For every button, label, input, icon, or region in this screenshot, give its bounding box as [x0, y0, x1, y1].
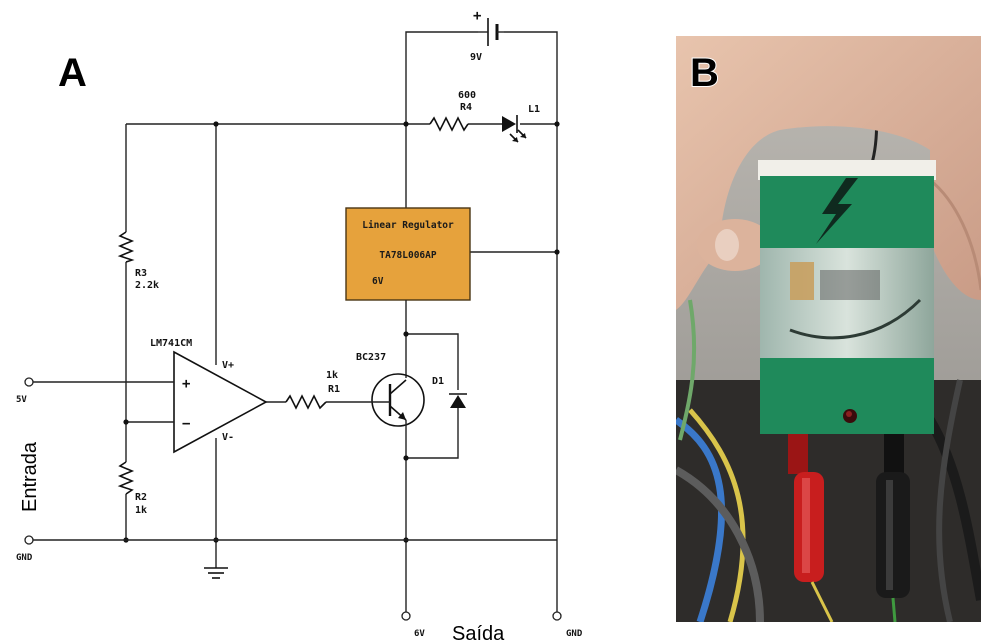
box-top-label — [758, 160, 936, 180]
transistor-bc237: BC237 — [356, 352, 425, 427]
opamp-vminus-label: V- — [222, 432, 234, 443]
black-probe — [876, 434, 910, 622]
diode-name-label: D1 — [432, 376, 444, 387]
ground-symbol — [204, 567, 228, 579]
internal-board — [820, 270, 880, 300]
output-6v-terminal — [401, 611, 411, 621]
opamp-name-label: LM741CM — [150, 338, 192, 349]
internal-coil — [790, 262, 814, 300]
box-transparent-window — [760, 248, 934, 358]
opamp-vplus-label: V+ — [222, 360, 234, 371]
r3-name-label: R3 — [135, 268, 147, 279]
r2-name-label: R2 — [135, 492, 147, 503]
opamp-triangle — [173, 350, 268, 454]
regulator-output-label: 6V — [372, 276, 384, 287]
regulator-body — [345, 207, 471, 301]
red-probe — [788, 434, 834, 622]
battery-symbol: + 9V — [470, 8, 504, 63]
wire-right-rail — [504, 31, 558, 540]
r1-name-label: R1 — [328, 384, 340, 395]
r3-value-label: 2.2k — [135, 280, 159, 291]
input-label-entrada: Entrada — [19, 441, 41, 512]
led-l1: L1 — [502, 104, 540, 143]
opamp-minus-sign: − — [182, 416, 190, 432]
panel-b-letter: B — [690, 51, 719, 95]
photo-panel-b: B — [676, 36, 981, 622]
battery-voltage-label: 9V — [470, 52, 482, 63]
regulator-part-number: TA78L006AP — [379, 250, 436, 261]
transistor-name-label: BC237 — [356, 352, 386, 363]
resistor-r1: 1k R1 — [285, 370, 340, 410]
transistor-body — [371, 373, 425, 427]
input-5v-label: 5V — [16, 395, 27, 405]
led-name-label: L1 — [528, 104, 540, 115]
input-gnd-terminal — [24, 535, 34, 545]
opamp-plus-sign: + — [182, 376, 190, 392]
input-gnd-label: GND — [16, 553, 33, 563]
resistor-r3: R3 2.2k — [117, 231, 159, 291]
schematic-panel-a: A + 9V 600 R4 L1 — [16, 8, 583, 643]
wire-battery-left — [405, 31, 478, 124]
output-gnd-label: GND — [566, 629, 583, 639]
r4-value-label: 600 — [458, 90, 476, 101]
resistor-r2: R2 1k — [117, 461, 147, 516]
r1-value-label: 1k — [326, 370, 338, 381]
regulator-title: Linear Regulator — [362, 220, 454, 231]
output-6v-label: 6V — [414, 629, 425, 639]
linear-regulator: Linear Regulator TA78L006AP 6V — [345, 207, 471, 301]
output-label-saida: Saída — [452, 623, 505, 643]
device-box — [758, 160, 936, 434]
wire-diode-bottom — [406, 408, 459, 459]
box-lower-band — [760, 358, 934, 434]
battery-plus-sign: + — [473, 8, 481, 24]
output-gnd-terminal — [552, 611, 562, 621]
resistor-r4: 600 R4 — [429, 90, 476, 132]
junction-dots — [123, 121, 560, 543]
r4-name-label: R4 — [460, 102, 472, 113]
lightning-icon — [816, 178, 858, 244]
wire-diode-top — [406, 333, 459, 390]
hand — [676, 36, 981, 310]
panel-a-letter: A — [58, 51, 87, 95]
opamp-lm741: + − V+ V- LM741CM — [150, 338, 268, 454]
thumbnail — [715, 229, 739, 261]
r2-value-label: 1k — [135, 505, 147, 516]
diode-d1: D1 — [432, 376, 467, 408]
input-5v-terminal — [24, 377, 34, 387]
